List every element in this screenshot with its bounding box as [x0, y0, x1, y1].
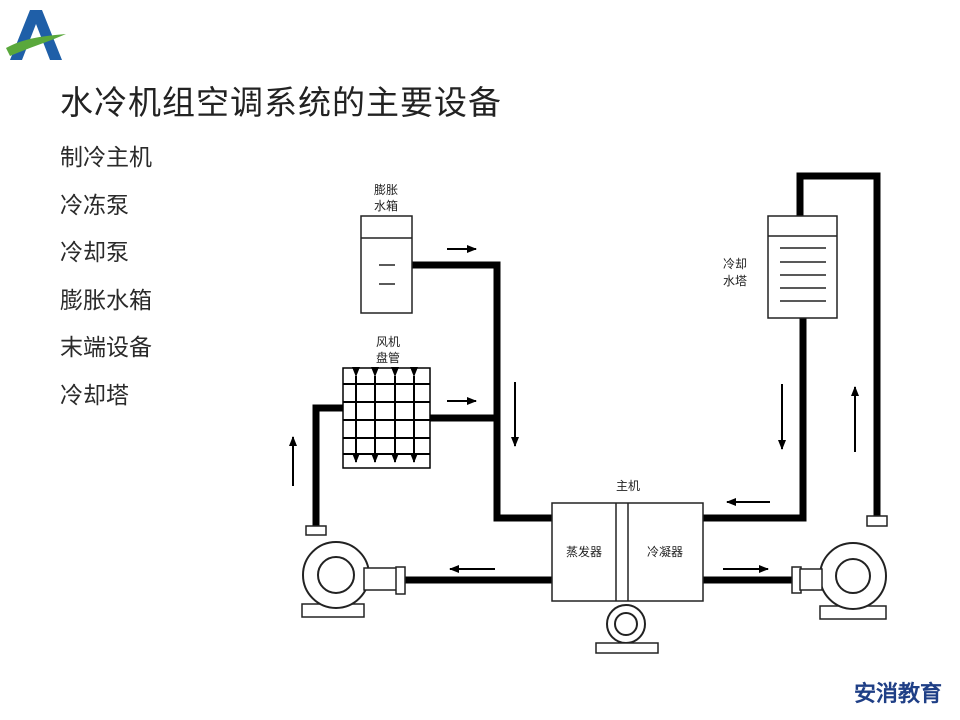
expansion-tank-label: 膨胀: [374, 183, 398, 197]
cooling-water-pump: [791, 515, 888, 620]
list-item: 膨胀水箱: [60, 287, 152, 314]
cooling-tower: [767, 215, 838, 319]
company-logo: [6, 10, 66, 60]
expansion-tank-label: 水箱: [374, 198, 398, 213]
chiller-unit: [551, 502, 704, 654]
list-item: 冷却塔: [60, 382, 129, 409]
expansion-tank: [360, 215, 413, 314]
cooling-tower-label: 冷却: [723, 257, 747, 271]
condenser-label: 冷凝器: [647, 544, 683, 559]
page-title: 水冷机组空调系统的主要设备: [60, 83, 502, 122]
list-item: 制冷主机: [60, 145, 152, 171]
flow-arrows: [289, 245, 859, 573]
brand-watermark: 安消教育: [853, 681, 942, 707]
list-item: 末端设备: [60, 335, 152, 361]
fan-coil-label: 盘管: [376, 350, 400, 365]
fan-coil-label: 风机: [376, 335, 400, 349]
list-item: 冷冻泵: [60, 192, 129, 219]
equipment-list: 制冷主机 冷冻泵 冷却泵 膨胀水箱 末端设备 冷却塔: [60, 140, 152, 425]
fan-coil-unit: [342, 367, 431, 469]
evaporator-label: 蒸发器: [566, 544, 602, 559]
chilled-water-pump: [301, 525, 406, 618]
pipe-network: [312, 172, 881, 584]
chiller-label: 主机: [616, 479, 640, 493]
list-item: 冷却泵: [60, 240, 129, 266]
cooling-tower-label: 水塔: [723, 274, 747, 288]
